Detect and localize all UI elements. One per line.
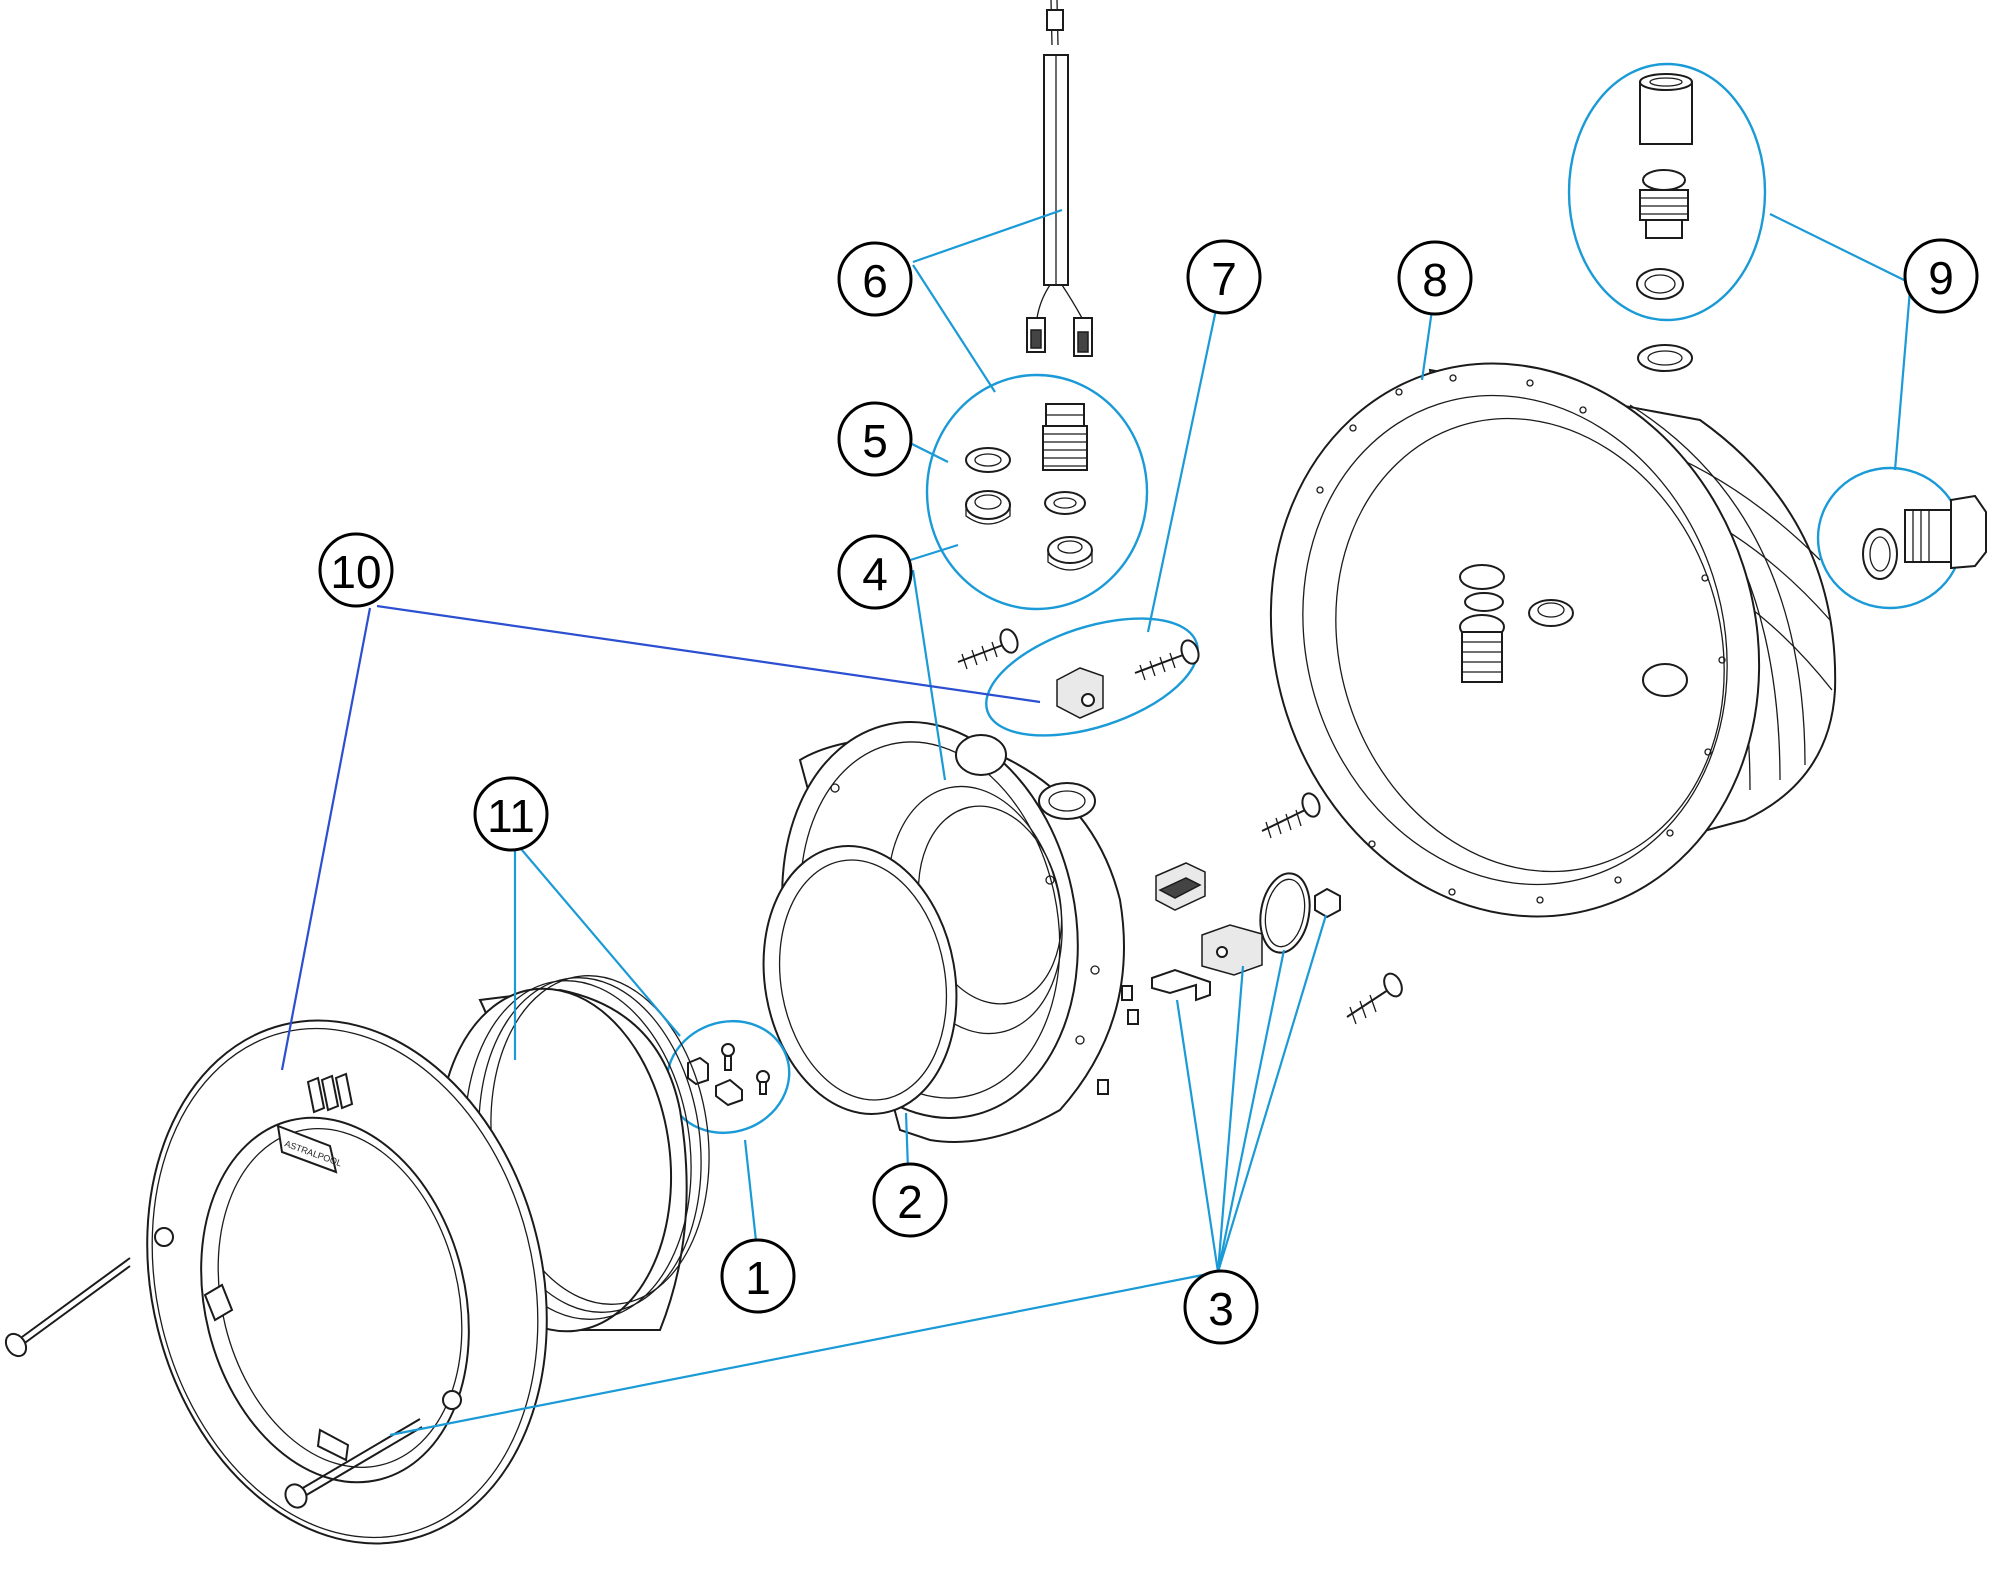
callout-10: 10 bbox=[318, 532, 394, 608]
faceplate-part: ASTRALPOOL bbox=[146, 1019, 548, 1545]
screw-upper bbox=[957, 628, 1019, 670]
cable-part bbox=[1026, 0, 1093, 357]
svg-text:4: 4 bbox=[862, 548, 888, 600]
svg-text:1: 1 bbox=[745, 1252, 771, 1304]
svg-text:8: 8 bbox=[1422, 254, 1448, 306]
callout-6: 6 bbox=[837, 241, 913, 317]
clip-screw-group bbox=[985, 617, 1200, 737]
fitting-kit-upper bbox=[1567, 62, 1767, 322]
callout-7: 7 bbox=[1186, 239, 1262, 315]
long-screw-bottom bbox=[284, 1418, 423, 1509]
grip-marks bbox=[306, 1072, 354, 1114]
callout-1: 1 bbox=[720, 1238, 796, 1314]
callout-3: 3 bbox=[1183, 1269, 1259, 1345]
callout-5: 5 bbox=[837, 401, 913, 477]
mounting-kit-group bbox=[665, 1019, 791, 1135]
svg-text:9: 9 bbox=[1928, 252, 1954, 304]
callout-2: 2 bbox=[872, 1162, 948, 1238]
clips-part bbox=[1151, 792, 1403, 1025]
svg-text:2: 2 bbox=[897, 1176, 923, 1228]
callout-4: 4 bbox=[837, 534, 913, 610]
svg-text:11: 11 bbox=[487, 790, 535, 842]
gland-kit-group bbox=[925, 373, 1149, 611]
fitting-kit-side bbox=[1816, 466, 1987, 610]
flange-holes bbox=[1316, 374, 1726, 904]
niche-body-part bbox=[1269, 344, 1837, 918]
svg-text:10: 10 bbox=[330, 546, 381, 598]
leader-lines bbox=[280, 208, 1912, 1437]
long-screw-left bbox=[4, 1257, 131, 1358]
svg-text:7: 7 bbox=[1211, 253, 1237, 305]
svg-text:6: 6 bbox=[862, 255, 888, 307]
gasket-part bbox=[762, 845, 958, 1115]
callout-9: 9 bbox=[1903, 238, 1979, 314]
svg-text:5: 5 bbox=[862, 415, 888, 467]
callout-11: 11 bbox=[473, 776, 549, 852]
callout-8: 8 bbox=[1397, 240, 1473, 316]
svg-text:3: 3 bbox=[1208, 1283, 1234, 1335]
